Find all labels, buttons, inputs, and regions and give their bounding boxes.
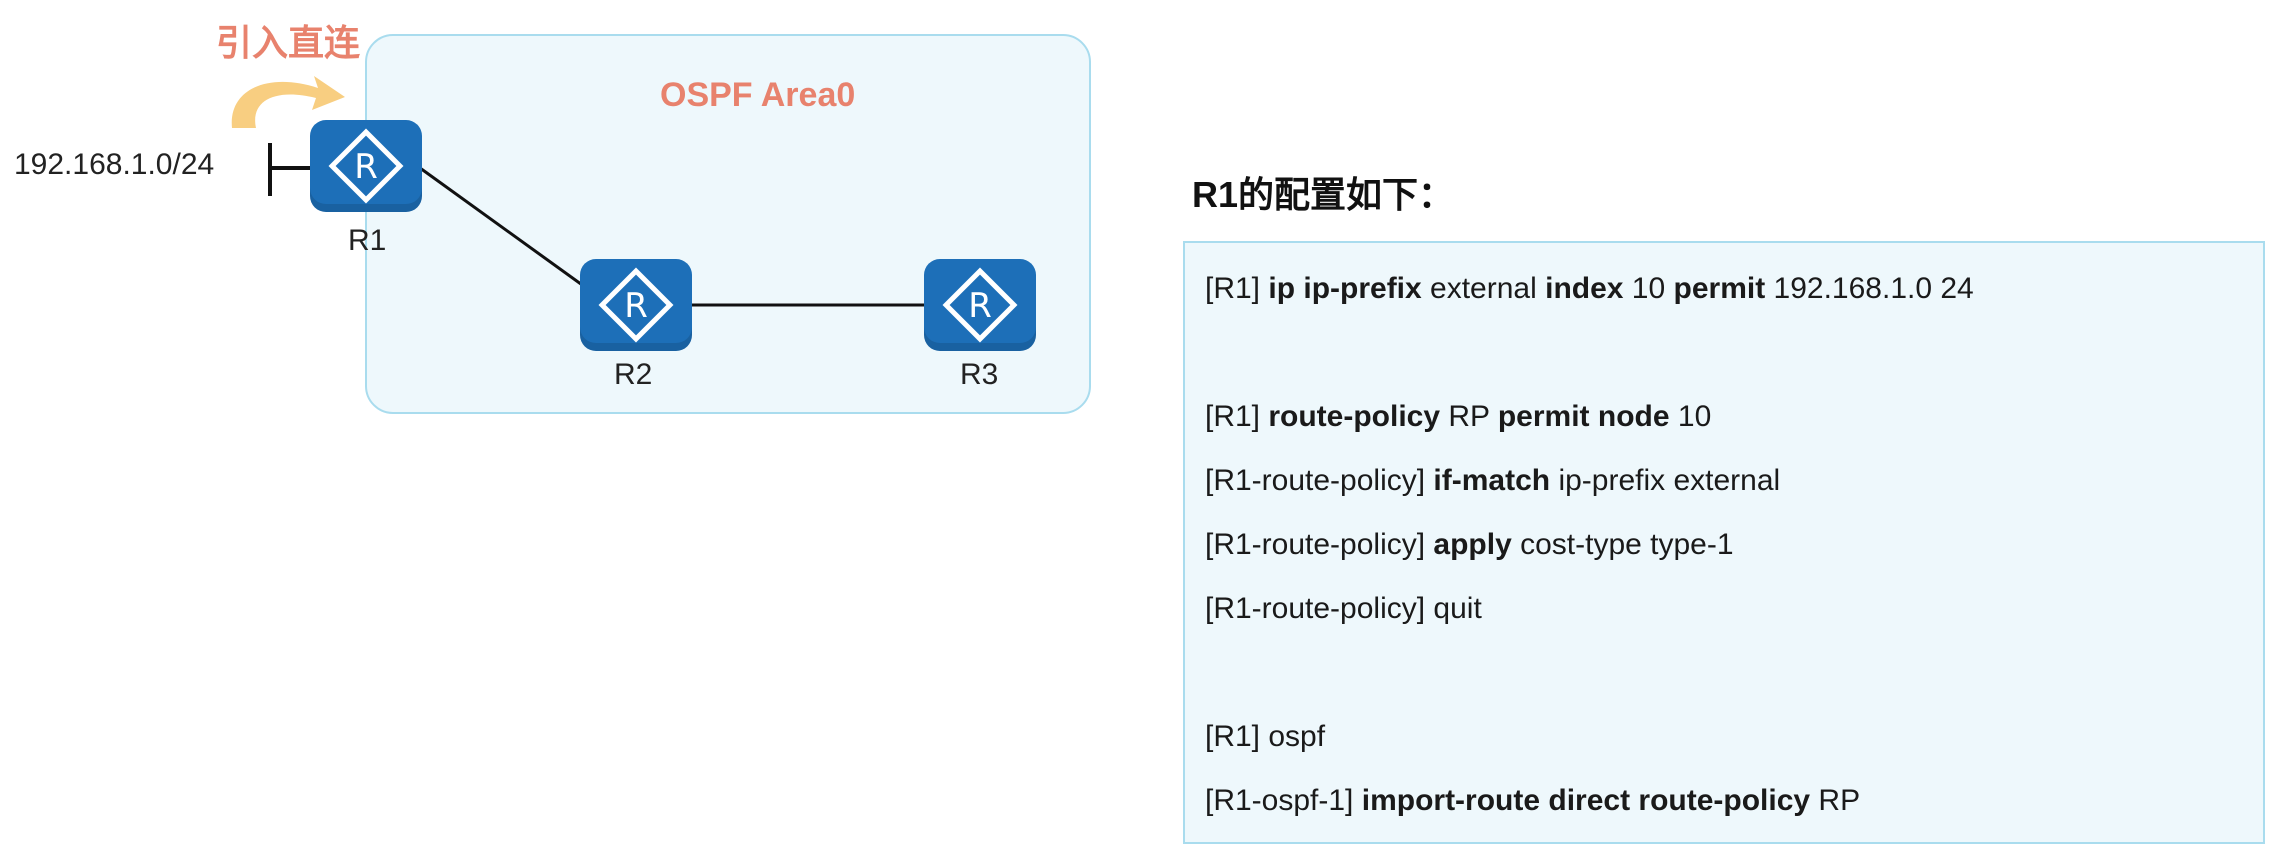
config-keyword: permit node (1497, 400, 1670, 433)
router-icon: R (598, 267, 674, 343)
config-keyword: import-route direct route-policy (1361, 784, 1811, 817)
router-icon-letter: R (354, 147, 378, 187)
config-text: 192.168.1.0 24 (1765, 272, 1974, 305)
import-label: 引入直连 (216, 22, 361, 63)
config-text: [R1-route-policy] (1205, 464, 1434, 497)
link-r1-r2 (419, 166, 611, 307)
config-keyword: ip ip-prefix (1268, 272, 1422, 305)
router-icon: R (942, 267, 1018, 343)
config-keyword: route-policy (1268, 400, 1441, 433)
config-line: [R1-route-policy] quit (1205, 592, 1482, 626)
config-text: [R1] ospf (1205, 720, 1326, 753)
config-line: [R1] ospf (1205, 720, 1325, 754)
config-line: [R1] ip ip-prefix external index 10 perm… (1205, 272, 1974, 306)
config-keyword: permit (1673, 272, 1766, 305)
config-title: R1的配置如下： (1192, 174, 1455, 215)
router-label-r1: R1 (348, 224, 387, 257)
config-keyword: index (1545, 272, 1624, 305)
config-text: ip-prefix external (1550, 464, 1781, 497)
router-icon: R (328, 128, 404, 204)
config-text: RP (1440, 400, 1498, 433)
router-r3[interactable]: R (924, 259, 1036, 351)
config-text: RP (1810, 784, 1861, 817)
network-label: 192.168.1.0/24 (14, 148, 215, 181)
config-text: [R1-ospf-1] (1205, 784, 1362, 817)
config-line: [R1-route-policy] if-match ip-prefix ext… (1205, 464, 1780, 498)
config-text: [R1] (1205, 400, 1269, 433)
router-r1[interactable]: R (310, 120, 422, 212)
config-box (1183, 241, 2265, 844)
config-line: [R1-ospf-1] import-route direct route-po… (1205, 784, 1860, 818)
config-text: [R1] (1205, 272, 1269, 305)
config-text: 10 (1669, 400, 1712, 433)
import-arrow-icon (231, 76, 345, 128)
config-text: [R1-route-policy] (1205, 528, 1434, 561)
router-label-r2: R2 (614, 358, 653, 391)
router-label-r3: R3 (960, 358, 999, 391)
config-text: [R1-route-policy] quit (1205, 592, 1482, 625)
config-line: [R1-route-policy] apply cost-type type-1 (1205, 528, 1734, 562)
config-keyword: apply (1433, 528, 1512, 561)
router-icon-letter: R (624, 286, 648, 326)
config-text: cost-type type-1 (1511, 528, 1734, 561)
area-title: OSPF Area0 (660, 76, 856, 114)
router-icon-letter: R (968, 286, 992, 326)
config-line: [R1] route-policy RP permit node 10 (1205, 400, 1711, 434)
router-r2[interactable]: R (580, 259, 692, 351)
config-text: 10 (1623, 272, 1674, 305)
config-keyword: if-match (1433, 464, 1551, 497)
config-text: external (1421, 272, 1546, 305)
